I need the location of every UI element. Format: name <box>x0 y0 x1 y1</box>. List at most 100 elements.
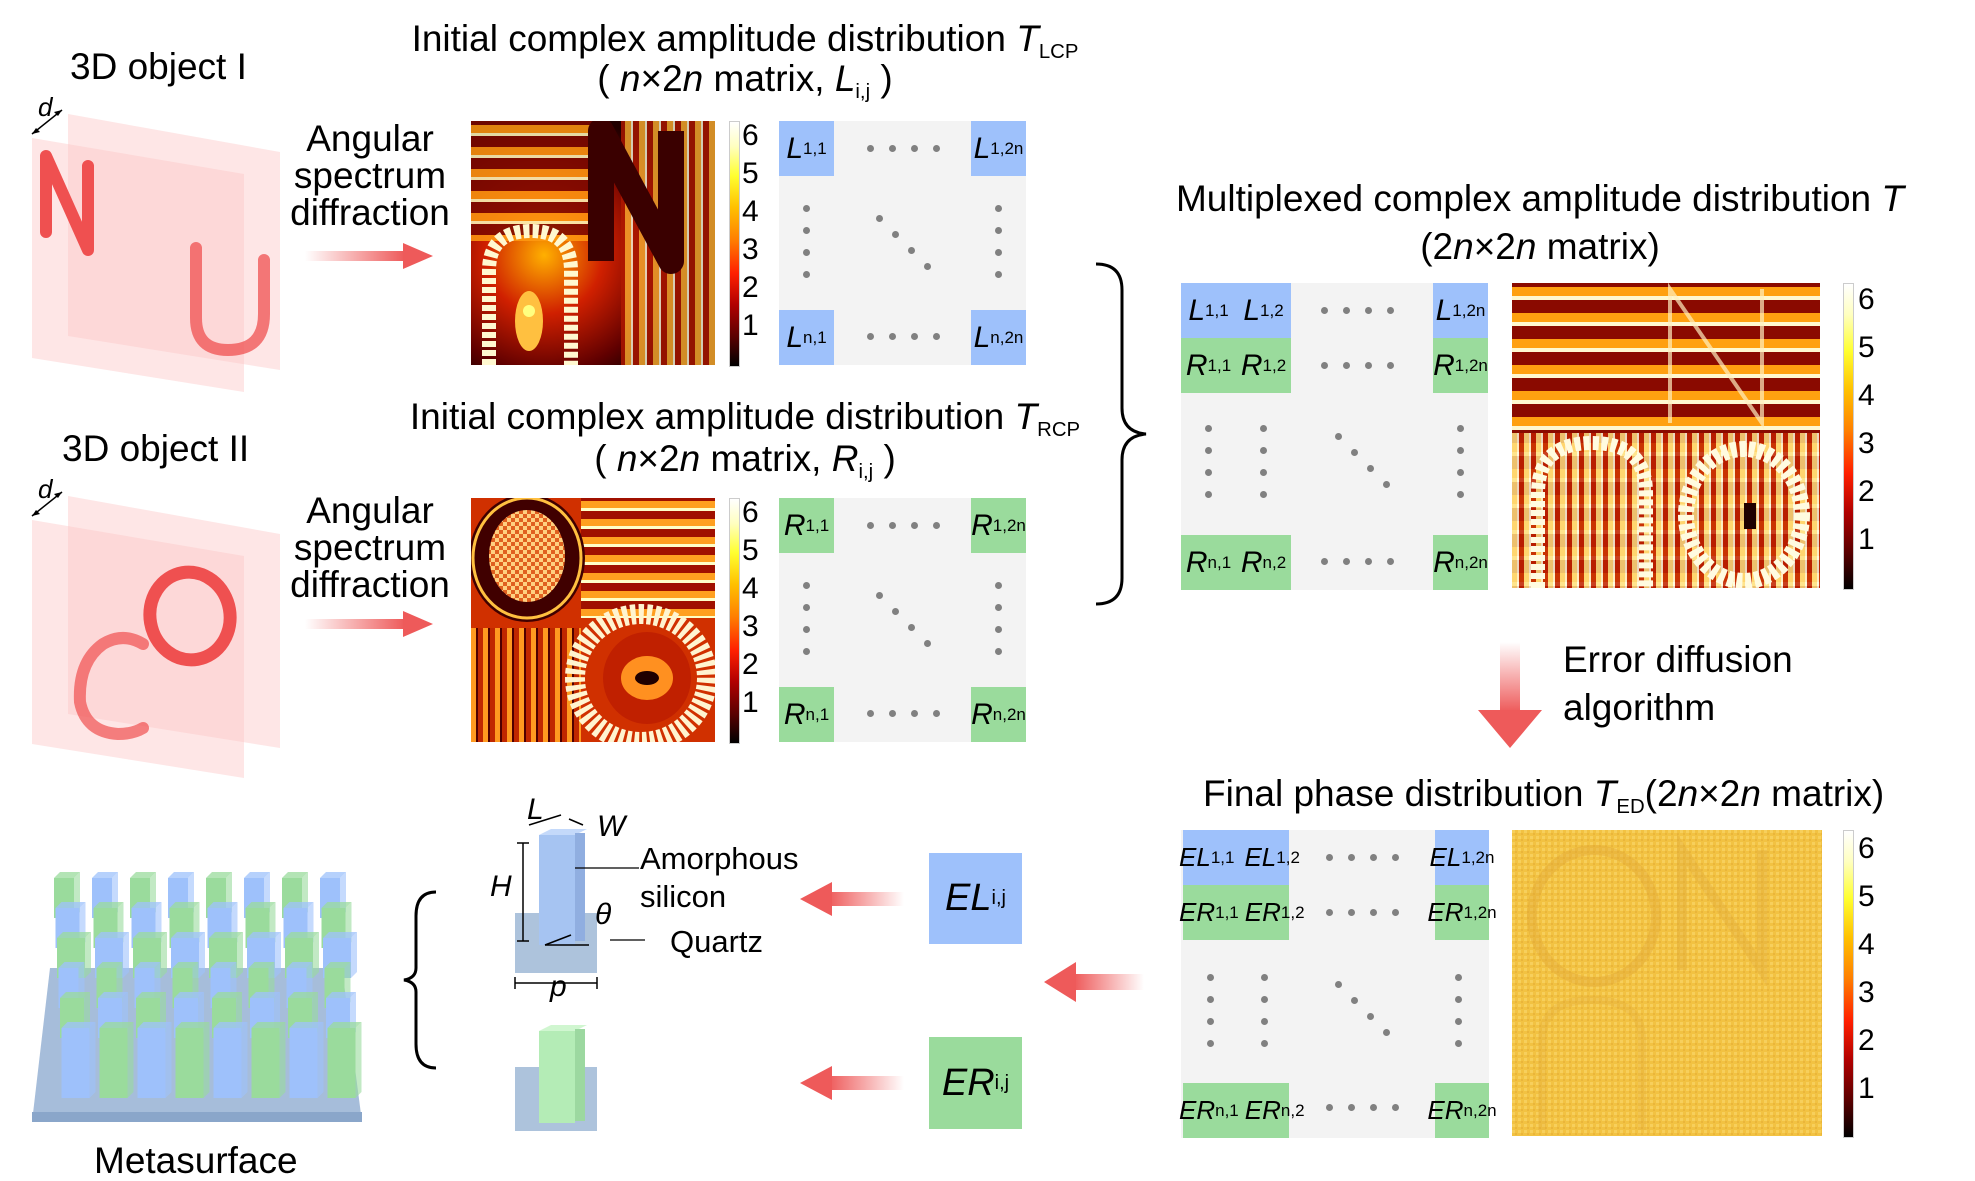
times-two: ×2 <box>1698 773 1741 814</box>
multiplexed-subtitle: (2n×2n matrix) <box>1120 228 1960 265</box>
cell-index: 1,1 <box>1205 300 1229 320</box>
times-two: ×2 <box>637 438 680 479</box>
arrow-left-icon <box>1044 962 1144 1002</box>
final-symbol-sub: ED <box>1616 796 1645 819</box>
ellipsis-dot <box>1321 362 1328 369</box>
cell-index: 1,1 <box>805 515 830 535</box>
error-diffusion-label: Error diffusion algorithm <box>1563 636 1793 732</box>
object-1-label: 3D object I <box>70 46 247 87</box>
elem-var: R <box>831 438 859 479</box>
tick-label: 4 <box>1858 379 1875 412</box>
quartz-label: Quartz <box>670 924 764 959</box>
unit-w-label: W <box>597 810 626 843</box>
lcp-title-text: Initial complex amplitude distribution <box>411 18 1017 59</box>
multiplexed-title-text: Multiplexed complex amplitude distributi… <box>1175 178 1882 219</box>
ellipsis-dot <box>1348 854 1355 861</box>
ellipsis-dot <box>1205 469 1212 476</box>
distance-d-label-2: d <box>38 474 53 504</box>
cell-letter: R <box>971 697 993 731</box>
diagonal-dot <box>908 624 915 631</box>
ellipsis-dot <box>889 710 896 717</box>
ellipsis-dot <box>1392 854 1399 861</box>
cell-index: n,1 <box>1207 552 1232 572</box>
lcp-colorbar <box>729 121 740 367</box>
n-var: n <box>1453 226 1474 267</box>
ellipsis-dot <box>995 249 1002 256</box>
tick-label: 3 <box>742 233 759 266</box>
ellipsis-dot <box>889 522 896 529</box>
arrow-right-icon <box>305 611 433 637</box>
ellipsis-dot <box>1261 1018 1268 1025</box>
metasurface-pillar <box>213 1022 248 1098</box>
paren: ) <box>873 438 896 479</box>
cell-letter: ER <box>1179 1095 1216 1125</box>
diagonal-dot <box>924 263 931 270</box>
cell-letter: L <box>1188 293 1206 327</box>
ellipsis-dot <box>911 522 918 529</box>
cell-letter: L <box>1435 293 1453 327</box>
ellipsis-dot <box>1370 1104 1377 1111</box>
ellipsis-dot <box>1207 1018 1214 1025</box>
ellipsis-dot <box>1457 425 1464 432</box>
error-diffusion-line1: Error diffusion <box>1563 639 1793 680</box>
tick-label: 5 <box>742 157 759 190</box>
metasurface-pillar <box>251 1022 286 1098</box>
metasurface-array <box>32 872 362 1122</box>
rcp-title: Initial complex amplitude distribution T… <box>370 398 1120 440</box>
spectrum-word: spectrum <box>293 155 447 196</box>
metasurface-pillar <box>99 1022 134 1098</box>
ellipsis-dot <box>1455 1018 1462 1025</box>
rcp-subtitle: ( n×2n matrix, Ri,j ) <box>370 440 1120 482</box>
ellipsis-dot <box>1205 425 1212 432</box>
n-var: n <box>1515 226 1537 267</box>
elem-sub: i,j <box>855 81 871 104</box>
cell-index: 1,2 <box>1260 300 1284 320</box>
ellipsis-dot <box>911 710 918 717</box>
n-var: n <box>1677 773 1699 814</box>
tick-label: 1 <box>742 309 759 342</box>
ellipsis-dot <box>803 582 810 589</box>
ellipsis-dot <box>1321 558 1328 565</box>
tick-label: 2 <box>742 648 759 681</box>
n-var: n <box>679 438 701 479</box>
el-letter: EL <box>945 877 992 919</box>
diagonal-dot <box>1351 997 1358 1004</box>
ellipsis-dot <box>1260 425 1267 432</box>
cell-index: 1,1 <box>1210 847 1235 867</box>
cell-letter: R <box>783 508 806 542</box>
cell-index: n,2n <box>1454 552 1488 572</box>
cell-letter: R <box>1240 348 1263 382</box>
ellipsis-dot <box>1365 307 1372 314</box>
metasurface-pillar <box>289 1022 324 1098</box>
times-two: ×2 <box>640 58 683 99</box>
ellipsis-dot <box>933 522 940 529</box>
n-var: n <box>682 58 704 99</box>
diagonal-dot <box>876 592 883 599</box>
ellipsis-dot <box>867 710 874 717</box>
ellipsis-dot <box>995 604 1002 611</box>
diagonal-dot <box>1351 449 1358 456</box>
tick-label: 2 <box>1858 1024 1875 1057</box>
ellipsis-dot <box>1343 362 1350 369</box>
diagonal-dot <box>876 215 883 222</box>
ellipsis-dot <box>911 145 918 152</box>
tick-label: 4 <box>1858 928 1875 961</box>
paren: (2 <box>1644 773 1678 814</box>
ellipsis-dot <box>995 582 1002 589</box>
ellipsis-dot <box>1326 909 1333 916</box>
